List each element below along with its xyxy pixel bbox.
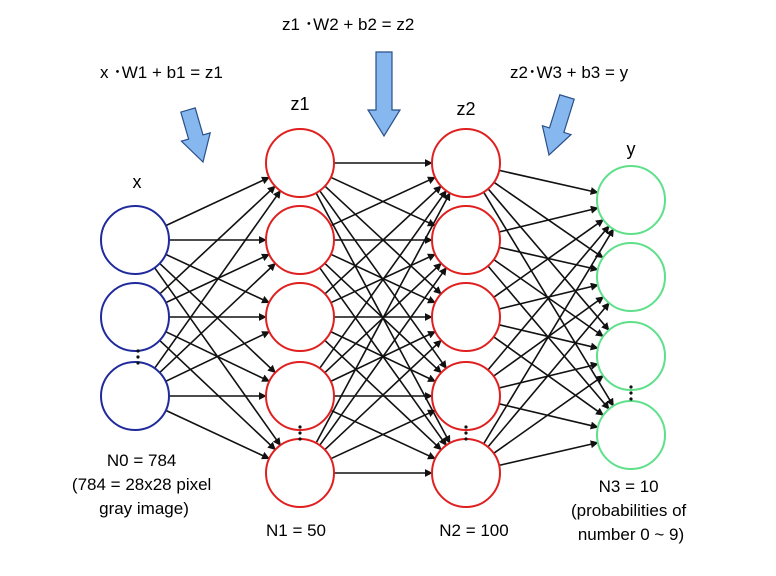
ellipsis-dot-0-2 (136, 361, 140, 365)
edge-input-1-to-hidden1-4 (159, 339, 276, 451)
hidden1-node-4 (265, 438, 335, 508)
edge-hidden1-4-to-hidden2-1 (319, 267, 447, 446)
edge-hidden2-2-to-output-0 (493, 219, 604, 298)
block-arrow-layer1 (180, 107, 212, 164)
ellipsis-dot-2-0 (464, 425, 468, 429)
edge-hidden1-4-to-hidden2-3 (330, 409, 436, 460)
ellipsis-dot-2-1 (464, 431, 468, 435)
ellipsis-dot-0-0 (136, 349, 140, 353)
block-arrow-layer2 (366, 51, 402, 138)
input-node-1 (100, 282, 170, 352)
hidden1-caption: N1 = 50 (266, 521, 326, 540)
output-layer-label: y (627, 139, 636, 159)
ellipsis-dot-3-1 (629, 391, 633, 395)
ellipsis-dot-1-0 (298, 425, 302, 429)
ellipsis-dot-0-1 (136, 355, 140, 359)
input-caption-line-3: gray image) (99, 499, 189, 518)
hidden1-node-1 (265, 205, 335, 275)
edge-hidden2-4-to-output-2 (493, 375, 604, 454)
edge-hidden2-1-to-output-0 (498, 205, 599, 233)
hidden1-node-2 (265, 282, 335, 352)
edge-hidden2-3-to-output-3 (498, 403, 599, 430)
ellipsis-dot-3-0 (629, 385, 633, 389)
output-caption: N3 = 10 (probabilities of number 0 ~ 9) (571, 477, 691, 544)
edge-hidden2-4-to-output-3 (498, 440, 599, 467)
edge-input-2-to-hidden1-1 (159, 262, 276, 374)
hidden2-node-3 (431, 361, 501, 431)
output-caption-line-2: (probabilities of (571, 501, 687, 520)
output-caption-line-1: N3 = 10 (599, 477, 659, 496)
connection-edges (153, 159, 615, 477)
output-node-0 (596, 165, 666, 235)
edge-hidden1-4-to-hidden2-0 (315, 192, 451, 444)
edge-input-2-to-hidden1-4 (165, 409, 270, 460)
output-node-1 (596, 242, 666, 312)
edge-input-2-to-hidden1-2 (165, 330, 271, 383)
edge-hidden1-2-to-hidden2-0 (324, 185, 442, 295)
edge-input-0-to-hidden1-0 (165, 176, 270, 227)
edge-hidden2-0-to-output-0 (499, 169, 599, 195)
edge-hidden1-1-to-hidden2-0 (330, 176, 436, 227)
hidden1-layer-label: z1 (290, 94, 309, 114)
hidden2-node-0 (431, 128, 501, 198)
edge-input-2-to-hidden1-0 (153, 190, 282, 369)
edge-hidden1-4-to-hidden2-2 (324, 339, 442, 451)
input-caption-line-2: (784 = 28x28 pixel (72, 475, 211, 494)
ellipsis-dot-2-2 (464, 437, 468, 441)
equation-layer3: z2･W3 + b3 = y (510, 63, 629, 82)
output-caption-line-3: number 0 ~ 9) (578, 525, 684, 544)
hidden1-node-0 (265, 128, 335, 198)
edge-hidden2-4-to-output-0 (482, 228, 615, 445)
edge-hidden2-3-to-output-0 (487, 225, 610, 371)
hidden1-node-3 (265, 361, 335, 431)
edge-hidden2-4-to-output-1 (487, 302, 610, 448)
equation-layer1: x ･W1 + b1 = z1 (100, 63, 223, 82)
input-caption-line-1: N0 = 784 (107, 451, 176, 470)
hidden2-node-1 (431, 205, 501, 275)
input-layer-label: x (133, 172, 142, 192)
equation-layer2: z1 ･W2 + b2 = z2 (282, 15, 414, 34)
output-node-2 (596, 321, 666, 391)
input-caption: N0 = 784 (784 = 28x28 pixel gray image) (72, 451, 216, 518)
edge-input-1-to-hidden1-0 (159, 185, 276, 295)
hidden2-caption: N2 = 100 (439, 521, 508, 540)
hidden2-node-4 (431, 438, 501, 508)
block-arrow-layer3 (541, 94, 575, 157)
output-node-3 (596, 400, 666, 470)
input-node-0 (100, 205, 170, 275)
edge-hidden1-3-to-hidden2-0 (319, 190, 447, 369)
input-node-2 (100, 361, 170, 431)
hidden2-node-2 (431, 282, 501, 352)
ellipsis-dot-3-2 (629, 397, 633, 401)
ellipsis-dot-1-2 (298, 437, 302, 441)
ellipsis-dots (136, 349, 633, 441)
hidden2-layer-label: z2 (456, 99, 475, 119)
ellipsis-dot-1-1 (298, 431, 302, 435)
